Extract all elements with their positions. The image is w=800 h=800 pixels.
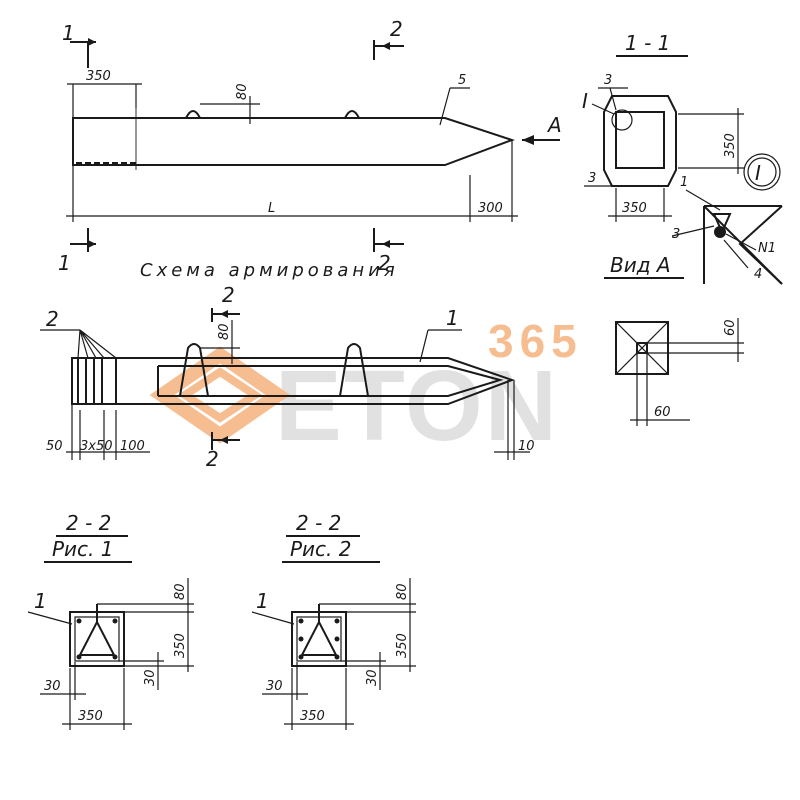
rebar-outline — [71, 357, 515, 405]
dim-80-rebar: 80 — [217, 323, 232, 340]
callout-3-top: 3 — [604, 73, 612, 88]
section-2-2-fig1-dim-350h: 350 — [78, 709, 103, 724]
detail-callout-N1: N1 — [758, 241, 776, 256]
rebar-loop-2 — [339, 343, 369, 397]
dim-350-top: 350 — [86, 69, 111, 84]
node-I-circle — [611, 109, 633, 131]
section-2-2-fig2-dim-30v: 30 — [365, 669, 380, 686]
section-2-2-fig1-dim-80: 80 — [173, 583, 188, 600]
section-2-2-fig2-title: 2 - 2 — [296, 511, 341, 535]
section-2-2-fig2-dim-30h: 30 — [266, 679, 283, 694]
view-A: Вид А 60 60 — [604, 253, 744, 426]
rebar-scheme: 2 1 2 2 80 50 3x50 100 10 — [40, 283, 535, 471]
callout-3-bottom: 3 — [588, 171, 596, 186]
callout-1: 1 — [446, 306, 459, 330]
watermark-brand: ETON — [275, 350, 559, 462]
section-2-2-fig1-dim-30v: 30 — [143, 669, 158, 686]
section-2-2-fig1-loop — [78, 619, 116, 656]
dim-10: 10 — [518, 439, 535, 454]
section-2-2-fig1-subtitle: Рис. 1 — [52, 537, 114, 561]
section-2-2-fig1-title: 2 - 2 — [66, 511, 111, 535]
view-A-square — [615, 321, 669, 375]
callout-2: 2 — [46, 307, 59, 331]
section-2-2-fig2-callout: 1 — [256, 589, 269, 613]
section-2-rebar-top: 2 — [222, 283, 235, 307]
dim-L: L — [268, 201, 275, 216]
rebar-inner — [158, 365, 504, 397]
pile-outline — [72, 117, 516, 166]
section-2-2-fig2-dim-350h: 350 — [300, 709, 325, 724]
section-1-label-top: 1 — [62, 21, 75, 45]
dim-50: 50 — [46, 439, 63, 454]
scheme-title: Схема армирования — [140, 260, 399, 281]
dim-300: 300 — [478, 201, 503, 216]
section-2-label-top: 2 — [390, 17, 403, 41]
node-I-label: I — [582, 89, 588, 113]
rebar-loop-1 — [179, 343, 209, 397]
rebar-dot — [714, 226, 726, 238]
section-1-1: 1 - 1 I 3 3 350 350 — [582, 31, 744, 222]
section-2-2-fig2-dim-80: 80 — [395, 583, 410, 600]
lifting-loop-1 — [185, 110, 201, 119]
watermark: 365 ETON — [149, 315, 583, 462]
view-A-title: Вид А — [610, 253, 671, 277]
dim-350-section-h: 350 — [622, 201, 647, 216]
section-1-label-bottom: 1 — [58, 251, 71, 275]
detail-callout-1: 1 — [680, 175, 688, 190]
view-a-arrow-label: A — [546, 113, 562, 137]
dim-80-top: 80 — [235, 83, 250, 100]
lifting-loop-2 — [344, 110, 360, 119]
dim-350-section-v: 350 — [723, 133, 738, 158]
detail-I-mark: I — [755, 161, 761, 185]
section-2-label-bottom: 2 — [378, 251, 391, 275]
dim-3x50: 3x50 — [80, 439, 113, 454]
section-2-rebar-bottom: 2 — [206, 447, 219, 471]
section-2-2-fig1-dim-350v: 350 — [173, 633, 188, 658]
dim-100: 100 — [120, 439, 145, 454]
section-1-1-outline — [603, 95, 677, 187]
detail-I-circle — [743, 153, 781, 191]
section-1-1-title: 1 - 1 — [625, 31, 670, 55]
dim-60-view-a-v: 60 — [723, 319, 738, 336]
detail-callout-3: 3 — [672, 227, 680, 242]
section-2-2-fig1: 2 - 2 Рис. 1 1 80 350 30 30 350 — [27, 511, 194, 730]
dim-60-view-a-h: 60 — [654, 405, 671, 420]
section-2-2-fig2-dim-350v: 350 — [395, 633, 410, 658]
section-2-2-fig2-subtitle: Рис. 2 — [290, 537, 352, 561]
section-2-2-fig2-loop — [300, 619, 338, 656]
callout-5-leader — [439, 87, 451, 126]
pile-top-view: 1 1 2 2 350 80 5 A L 300 — [58, 17, 562, 275]
section-2-2-fig1-callout: 1 — [34, 589, 47, 613]
section-2-2-fig2: 2 - 2 Рис. 2 1 80 350 30 30 350 — [251, 511, 416, 730]
section-1-1-core — [615, 111, 665, 169]
callout-5: 5 — [458, 73, 466, 88]
detail-callout-4: 4 — [754, 267, 762, 282]
detail-I: I 1 3 N1 4 — [671, 153, 783, 285]
section-2-2-fig1-dim-30h: 30 — [44, 679, 61, 694]
watermark-number: 365 — [488, 315, 583, 367]
